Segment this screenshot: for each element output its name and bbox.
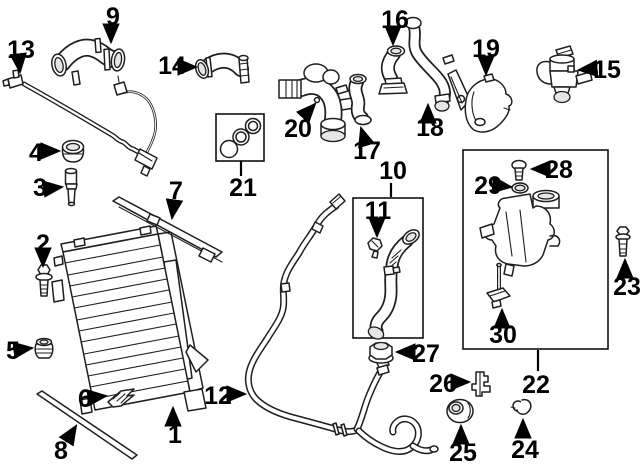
callout-19-label[interactable]: 19 [472, 35, 500, 63]
callout-8[interactable]: 8 [54, 424, 78, 465]
callout-28-label[interactable]: 28 [545, 156, 573, 184]
part-26-retainer [471, 371, 491, 397]
part-12-coolant-hose [244, 193, 439, 455]
callout-23[interactable]: 23 [613, 257, 640, 301]
callout-1[interactable]: 1 [164, 405, 182, 449]
callout-25[interactable]: 25 [449, 423, 477, 467]
callout-30-label[interactable]: 30 [489, 321, 517, 349]
callout-19[interactable]: 19 [472, 35, 500, 77]
part-30-level-rod [486, 262, 511, 309]
callout-29[interactable]: 29 [474, 172, 514, 200]
callout-13-label[interactable]: 13 [7, 36, 35, 64]
part-4-cap [61, 139, 85, 163]
callout-9[interactable]: 9 [102, 3, 120, 45]
callout-29-label[interactable]: 29 [474, 172, 502, 200]
callout-22[interactable]: 22 [522, 350, 550, 399]
callout-15[interactable]: 15 [576, 56, 621, 84]
part-16-elbow-hose [378, 45, 408, 95]
part-29-o-ring [511, 182, 529, 194]
callout-13[interactable]: 13 [7, 36, 35, 75]
callout-12-label[interactable]: 12 [204, 382, 232, 410]
part-1-radiator [51, 225, 209, 415]
callout-18[interactable]: 18 [416, 102, 444, 142]
callout-26[interactable]: 26 [429, 370, 472, 398]
callout-4[interactable]: 4 [29, 139, 62, 167]
part-24-clip [510, 398, 532, 415]
part-7-upper-seal [112, 196, 223, 263]
part-23-bolt [615, 226, 631, 257]
callout-20[interactable]: 20 [284, 102, 317, 143]
callout-22-label[interactable]: 22 [522, 371, 550, 399]
callout-6-label[interactable]: 6 [78, 385, 92, 413]
callout-15-label[interactable]: 15 [593, 56, 621, 84]
part-5-mount [34, 337, 54, 359]
callout-12[interactable]: 12 [204, 382, 248, 410]
callout-28[interactable]: 28 [529, 156, 573, 184]
part-9-upper-hose [51, 37, 126, 86]
callout-5-label[interactable]: 5 [6, 337, 20, 365]
callout-16-label[interactable]: 16 [381, 6, 409, 34]
callout-5[interactable]: 5 [6, 337, 35, 365]
part-8-lower-seal [36, 390, 138, 460]
part-14-connector-hose [194, 52, 250, 84]
callout-14-label[interactable]: 14 [158, 52, 186, 80]
callout-17[interactable]: 17 [353, 125, 381, 165]
part-18-curved-pipe [404, 16, 471, 112]
part-28-cap-bolt [511, 159, 527, 181]
part-25-grommet [446, 398, 474, 424]
part-10-hose-in-box [367, 229, 420, 340]
callout-2-label[interactable]: 2 [36, 230, 50, 258]
callout-30[interactable]: 30 [489, 307, 517, 349]
callout-10[interactable]: 10 [379, 157, 407, 197]
callout-24[interactable]: 24 [511, 417, 539, 464]
part-27-cap-nut [368, 341, 394, 364]
callout-21[interactable]: 21 [229, 161, 257, 202]
callout-25-label[interactable]: 25 [449, 439, 477, 467]
part-13-pipe-assembly [2, 69, 158, 177]
callout-7[interactable]: 7 [165, 177, 184, 221]
callout-27[interactable]: 27 [394, 340, 440, 368]
callout-1-label[interactable]: 1 [168, 421, 182, 449]
callout-26-label[interactable]: 26 [429, 370, 457, 398]
callout-2[interactable]: 2 [34, 230, 52, 269]
callout-8-label[interactable]: 8 [54, 437, 68, 465]
part-17-short-hose [348, 73, 372, 126]
callout-21-label[interactable]: 21 [229, 174, 257, 202]
callout-4-label[interactable]: 4 [29, 139, 43, 167]
callout-11-label[interactable]: 11 [365, 197, 392, 225]
callout-20-label[interactable]: 20 [284, 115, 312, 143]
callout-14[interactable]: 14 [158, 52, 199, 80]
callout-3-label[interactable]: 3 [33, 174, 47, 202]
part-11-clip [367, 237, 383, 259]
callout-11[interactable]: 11 [365, 197, 392, 239]
part-22-reservoir-tank [479, 189, 561, 277]
callout-27-label[interactable]: 27 [412, 340, 440, 368]
callout-3[interactable]: 3 [33, 174, 65, 202]
callout-9-label[interactable]: 9 [106, 3, 120, 31]
part-20-filler-neck-housing [278, 63, 355, 143]
callout-6[interactable]: 6 [78, 385, 109, 413]
callout-10-label[interactable]: 10 [379, 157, 407, 185]
part-21-clamp-set [219, 117, 262, 159]
part-3-pin [64, 167, 78, 207]
callout-18-label[interactable]: 18 [416, 114, 444, 142]
part-2-bolt [35, 264, 53, 297]
callout-16[interactable]: 16 [381, 6, 409, 47]
callout-24-label[interactable]: 24 [511, 436, 539, 464]
part-15-valve [536, 45, 593, 104]
callout-17-label[interactable]: 17 [353, 137, 381, 165]
part-19-cover-shield [464, 73, 513, 133]
part-6-clip [107, 388, 135, 408]
callout-7-label[interactable]: 7 [169, 177, 183, 205]
callout-23-label[interactable]: 23 [613, 273, 640, 301]
